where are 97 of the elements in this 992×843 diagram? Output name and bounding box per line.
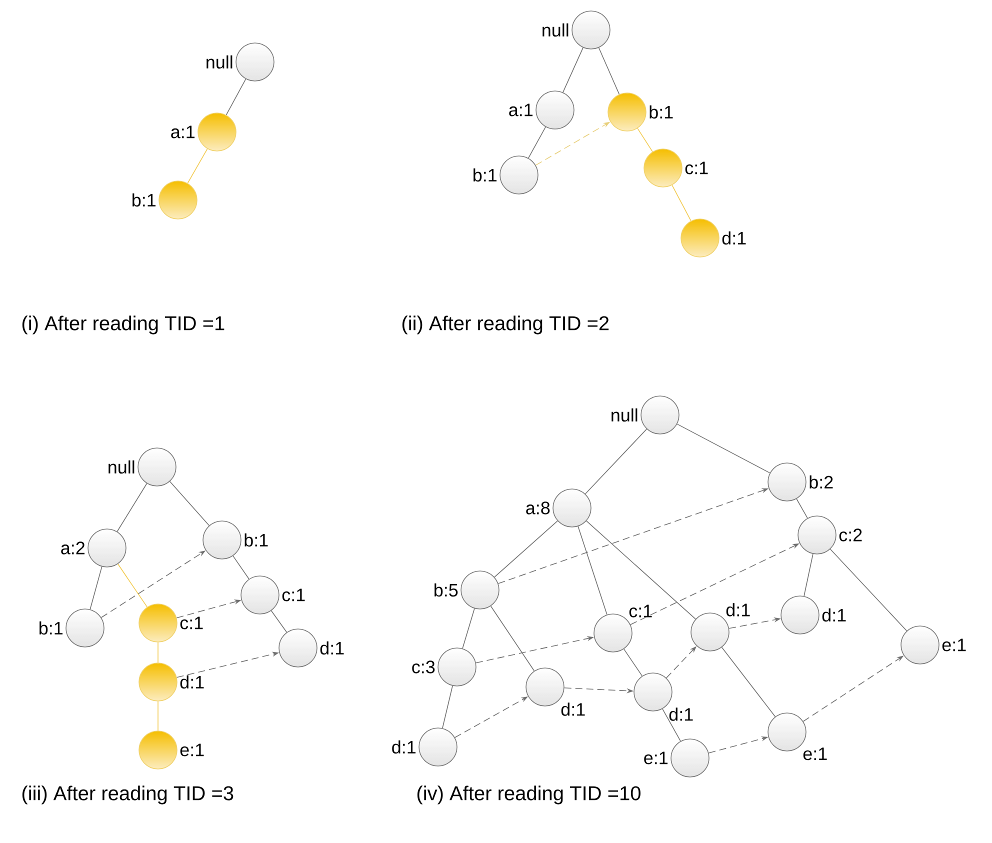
node-label: c:2 bbox=[839, 528, 862, 542]
tree-node: e:1 bbox=[900, 626, 966, 664]
tree-node: c:3 bbox=[412, 648, 476, 686]
node-label: d:1 bbox=[822, 608, 846, 622]
tree-node: e:1 bbox=[138, 730, 204, 770]
tree-node: d:1 bbox=[526, 668, 585, 716]
tree-branch bbox=[624, 648, 643, 676]
node-label: e:1 bbox=[803, 748, 827, 760]
tree-branch bbox=[804, 554, 814, 596]
node-label: b:1 bbox=[132, 193, 156, 207]
tree-branch bbox=[116, 483, 148, 532]
tree-branch bbox=[721, 646, 776, 718]
tree-node: a:8 bbox=[526, 488, 592, 528]
node-label: a:1 bbox=[171, 126, 195, 138]
tree-branch bbox=[494, 520, 558, 578]
caption: (iv) After reading TID =10 bbox=[417, 786, 640, 804]
tree-branch bbox=[226, 78, 246, 116]
node-label: b:5 bbox=[434, 583, 458, 597]
tree-node: d:1 bbox=[278, 628, 344, 668]
tree-branch bbox=[232, 556, 250, 580]
node-label: a:8 bbox=[526, 502, 550, 514]
node-label: a:1 bbox=[509, 104, 533, 116]
tree-node: b:1 bbox=[132, 180, 198, 220]
node-label: c:1 bbox=[629, 604, 652, 618]
tree-branch bbox=[662, 708, 681, 742]
node-label: d:1 bbox=[669, 708, 693, 721]
tree-node: b:2 bbox=[768, 462, 833, 502]
tree-node: e:1 bbox=[644, 738, 710, 778]
node-label: d:1 bbox=[320, 641, 344, 655]
tree-node: b:5 bbox=[434, 570, 500, 610]
tree-branch bbox=[637, 128, 653, 152]
tree-node: null bbox=[612, 396, 680, 434]
node-label: e:1 bbox=[180, 744, 204, 756]
tree-node: a:2 bbox=[61, 528, 126, 568]
tree-node: c:1 bbox=[138, 604, 203, 642]
tree-branch bbox=[90, 566, 102, 610]
node-label: null bbox=[108, 460, 134, 474]
tree-node: d:1 bbox=[690, 603, 750, 652]
tree-node: d:1 bbox=[780, 596, 846, 634]
node-label: b:1 bbox=[474, 168, 497, 182]
tree-node: a:1 bbox=[171, 112, 236, 152]
tree-node: d:1 bbox=[680, 218, 746, 258]
node-label: null bbox=[206, 55, 232, 69]
tree-node: b:1 bbox=[474, 156, 538, 194]
caption: (iii) After reading TID =3 bbox=[22, 786, 234, 804]
tree-node: b:1 bbox=[202, 520, 268, 560]
tree-branch bbox=[442, 685, 453, 729]
node-label: d:1 bbox=[722, 231, 746, 245]
node-label: e:1 bbox=[942, 638, 966, 652]
tree-branch bbox=[672, 184, 692, 222]
tree-node: c:1 bbox=[240, 576, 305, 614]
tree-node: c:1 bbox=[644, 148, 708, 188]
node-label: b:1 bbox=[40, 621, 63, 635]
tree-branch bbox=[187, 148, 208, 184]
node-label: c:1 bbox=[180, 616, 203, 630]
node-label: a:2 bbox=[61, 542, 85, 554]
tree-branch bbox=[578, 526, 608, 615]
caption: (i) After reading TID =1 bbox=[22, 316, 224, 334]
node-label: c:3 bbox=[412, 660, 435, 674]
tree-node: c:1 bbox=[594, 604, 652, 652]
tree-branch bbox=[598, 47, 620, 95]
tree-branch bbox=[586, 520, 696, 620]
node-label: d:1 bbox=[180, 675, 204, 689]
tree-node: c:2 bbox=[798, 516, 862, 554]
tree-node: d:1 bbox=[138, 662, 204, 702]
tree-node: null bbox=[108, 448, 176, 486]
node-label: b:2 bbox=[810, 475, 833, 489]
tree-node: a:1 bbox=[509, 90, 574, 130]
tree-branch bbox=[462, 608, 475, 649]
node-label: e:1 bbox=[644, 752, 668, 764]
node-label: c:1 bbox=[282, 588, 305, 602]
tree-branch bbox=[562, 47, 584, 93]
tree-branch bbox=[584, 428, 648, 494]
tree-node: e:1 bbox=[768, 712, 827, 760]
tree-node: d:1 bbox=[634, 672, 693, 721]
tree-branch bbox=[490, 606, 535, 672]
tree-branch bbox=[118, 564, 148, 608]
node-label: null bbox=[612, 408, 638, 422]
tree-node: null bbox=[542, 10, 610, 50]
tree-branch bbox=[170, 481, 210, 526]
tree-node: null bbox=[206, 42, 274, 82]
tree-node: b:1 bbox=[40, 608, 104, 648]
tree-branch bbox=[676, 424, 770, 474]
node-label: d:1 bbox=[726, 603, 750, 616]
node-label: b:1 bbox=[244, 533, 268, 547]
tree-node: d:1 bbox=[392, 728, 458, 766]
node-label: null bbox=[542, 23, 568, 37]
node-label: c:1 bbox=[685, 162, 708, 174]
node-label: b:1 bbox=[650, 105, 673, 119]
tree-branch bbox=[270, 610, 288, 633]
tree-branch bbox=[830, 548, 908, 632]
tree-node: b:1 bbox=[608, 92, 673, 132]
node-label: d:1 bbox=[392, 740, 416, 754]
caption: (ii) After reading TID =2 bbox=[402, 316, 609, 334]
node-label: d:1 bbox=[561, 702, 585, 716]
tree-branch bbox=[528, 126, 546, 158]
tree-branch bbox=[796, 498, 808, 518]
